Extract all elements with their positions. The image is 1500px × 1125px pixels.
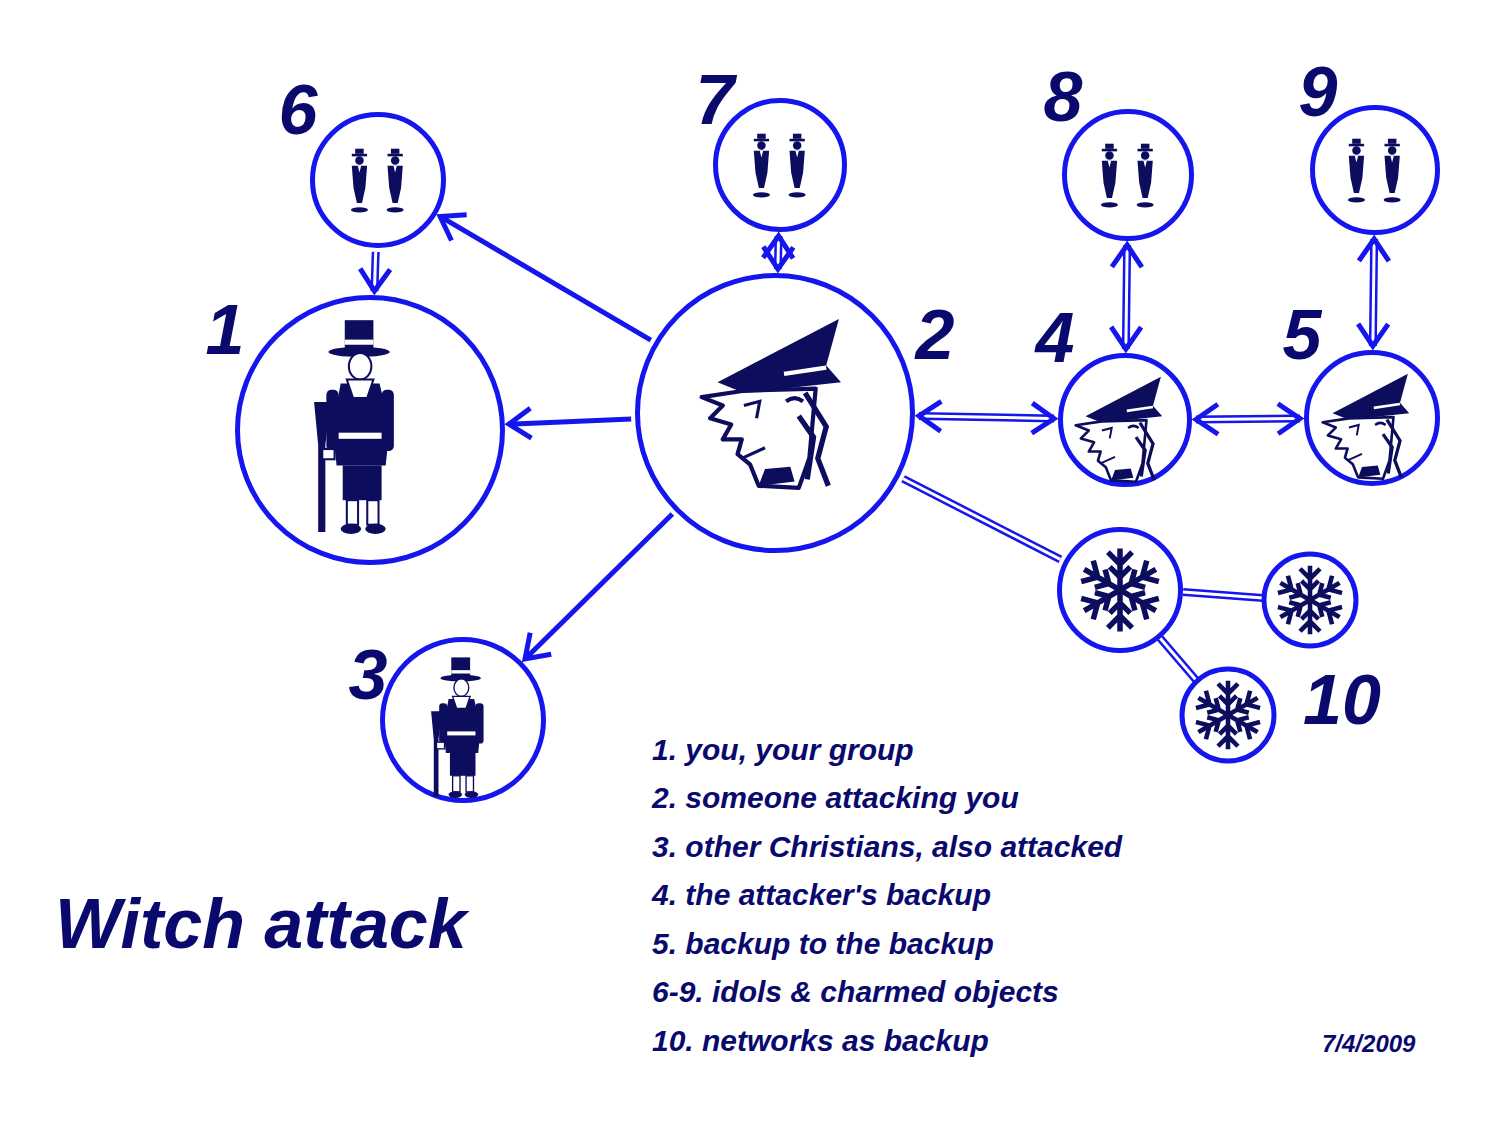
connector-line: [1373, 239, 1374, 346]
connector: [1196, 404, 1300, 434]
pilgrim-figure: [314, 320, 394, 534]
circle-outline: [380, 637, 546, 803]
circle-node: 1: [235, 295, 505, 565]
arrow-head: [509, 408, 532, 438]
connector-line: [440, 216, 651, 340]
circle-node: 10: [1057, 527, 1183, 653]
circle-outline: [1057, 527, 1183, 653]
arrow-head: [1032, 403, 1054, 433]
legend-line: 10. networks as backup: [652, 1024, 989, 1059]
idol-figures: [1101, 144, 1154, 208]
arrow-head: [1359, 239, 1389, 261]
legend-line: 6-9. idols & charmed objects: [652, 975, 1059, 1010]
arrow-head: [360, 269, 390, 291]
connector: [1111, 245, 1142, 349]
snow-circle: [1264, 554, 1356, 646]
arrow-head: [1358, 324, 1388, 346]
callout-number: 1: [206, 295, 245, 365]
connector: [763, 236, 793, 269]
idol-figures: [351, 149, 404, 213]
callout-number: 10: [1303, 665, 1381, 735]
callout-number: 2: [916, 300, 955, 370]
witch-face: [702, 319, 841, 488]
legend-line: 3. other Christians, also attacked: [652, 830, 1122, 865]
snowflake-icon: [1278, 568, 1342, 632]
circle-outline: [235, 295, 505, 565]
connector-line: [375, 252, 376, 287]
connector: [440, 215, 651, 340]
arrow-head: [440, 215, 467, 241]
legend-line: 4. the attacker's backup: [652, 878, 991, 913]
callout-number: 6: [279, 75, 318, 145]
idol-figures: [753, 134, 806, 198]
arrow-head: [1196, 404, 1218, 434]
callout-number: 4: [1036, 303, 1075, 373]
arrow-head: [763, 236, 793, 258]
witch-face: [1323, 374, 1410, 479]
snow-circle: [1182, 669, 1274, 761]
arrow-head: [919, 401, 941, 431]
connector: [360, 252, 390, 291]
callout-number: 3: [349, 640, 388, 710]
idol-figures: [1348, 139, 1401, 203]
arrow-head: [525, 633, 551, 659]
connector: [509, 408, 631, 438]
pilgrim-figure: [431, 657, 483, 798]
snowflake-icon: [1081, 551, 1158, 628]
connector-line: [1196, 415, 1300, 424]
arrow-head: [1278, 404, 1300, 434]
connector-line: [1126, 249, 1127, 345]
legend-line: 2. someone attacking you: [652, 781, 1019, 816]
circle-node: 7: [713, 98, 847, 232]
connector: [903, 479, 1060, 560]
connector-line: [374, 252, 375, 291]
circle-node: 6: [310, 112, 446, 248]
witch-face: [1076, 377, 1163, 482]
arrow-head: [1111, 327, 1141, 349]
arrow-head: [1112, 245, 1142, 267]
circle-outline: [635, 273, 915, 553]
circle-node: 3: [380, 637, 546, 803]
legend-line: 5. backup to the backup: [652, 927, 994, 962]
connector-line: [776, 240, 780, 265]
connector-line: [923, 416, 1050, 419]
connector-line: [903, 479, 1060, 560]
circle-node: 4: [1058, 353, 1192, 487]
connector: [1358, 239, 1389, 346]
connector-line: [1126, 245, 1127, 349]
circle-outline: [1058, 353, 1192, 487]
callout-number: 7: [696, 65, 735, 135]
connector-line: [919, 416, 1054, 419]
diagram-title: Witch attack: [55, 884, 467, 965]
snowflake-icon: [1196, 683, 1260, 747]
callout-number: 5: [1283, 300, 1322, 370]
circle-node: 9: [1310, 105, 1440, 235]
connector-line: [525, 514, 672, 659]
circle-outline: [310, 112, 446, 248]
connector-line: [509, 419, 631, 424]
connector: [919, 401, 1054, 433]
connector-line: [903, 479, 1060, 560]
callout-number: 9: [1299, 57, 1338, 127]
legend-line: 1. you, your group: [652, 733, 914, 768]
connector-line: [1373, 243, 1374, 342]
circle-node: 5: [1304, 350, 1440, 486]
circle-node: 2: [635, 273, 915, 553]
circle-outline: [1304, 350, 1440, 486]
connector: [525, 514, 672, 659]
circle-node: 8: [1062, 109, 1194, 241]
callout-number: 8: [1044, 62, 1083, 132]
date-label: 7/4/2009: [1322, 1030, 1415, 1058]
connector-line: [1200, 417, 1296, 421]
